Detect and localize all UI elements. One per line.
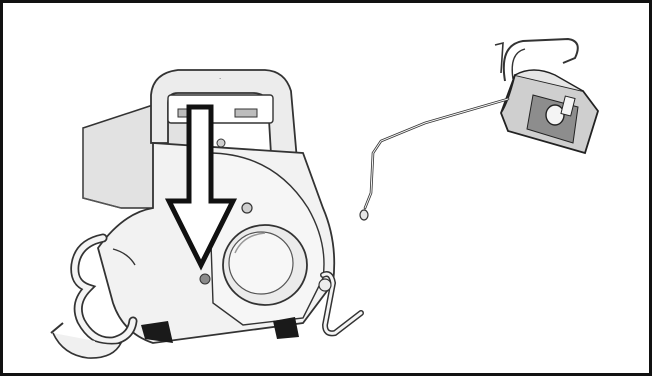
oil-drop: [360, 210, 368, 220]
oil-can-spout: [365, 99, 508, 208]
oil-can: [360, 39, 598, 220]
oil-point: [200, 274, 210, 284]
line-drawing: ·: [3, 3, 652, 379]
right-hook: [319, 274, 361, 333]
drum: [223, 225, 307, 305]
svg-text:·: ·: [219, 75, 221, 83]
